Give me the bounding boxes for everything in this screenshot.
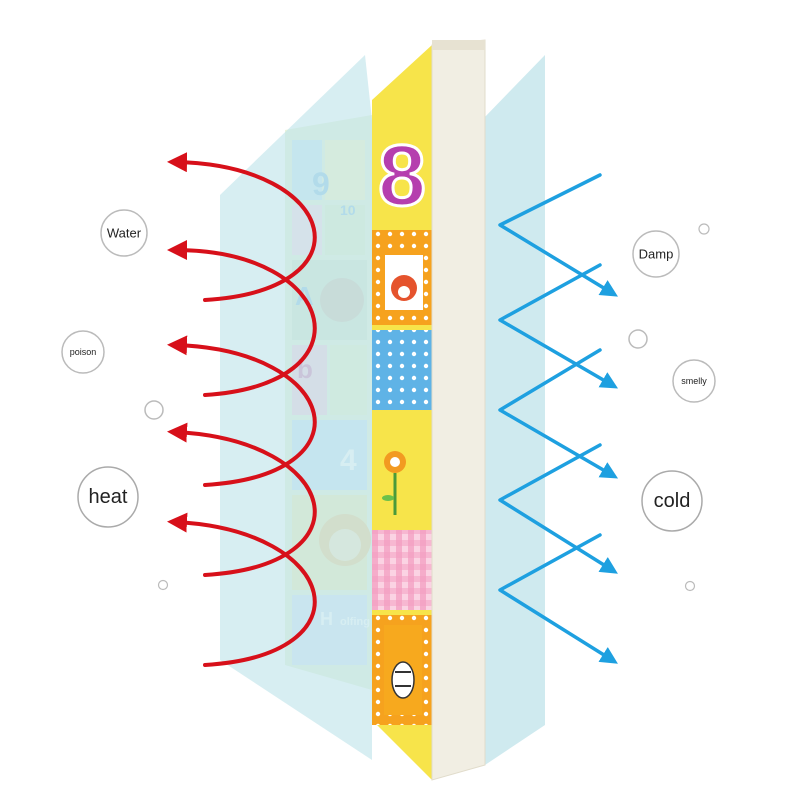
cold-arrow-4 [498,443,618,574]
poison-bubble: poison [61,330,105,374]
foam-core [431,39,486,781]
cold-arrow-1 [498,173,618,297]
heat-arrows [167,152,317,667]
smelly-label: smelly [681,376,707,386]
small-bubble [628,329,648,349]
cold-arrow-5 [498,533,618,664]
cold-arrows [498,173,619,664]
small-bubble [157,579,169,591]
small-bubble [144,400,164,420]
right-glass-pane [482,55,545,765]
damp-bubble: Damp [632,230,680,278]
cold-arrow-3 [498,348,619,479]
mat-big-number: 8 [378,128,426,224]
heat-arrow-1 [167,152,317,302]
left-glass-pane [220,55,372,760]
damp-label: Damp [639,247,674,262]
heat-bubble: heat [77,466,139,528]
smelly-bubble: smelly [672,359,716,403]
small-bubble [684,580,696,592]
heat-arrow-4 [167,422,317,577]
heat-arrow-5 [167,512,317,667]
poison-label: poison [70,347,97,357]
front-mat-face: 8 [372,45,432,780]
heat-label: heat [89,486,128,508]
water-bubble: Water [100,209,148,257]
heat-arrow-3 [167,335,317,487]
water-label: Water [107,226,142,241]
zebra-illustration [391,661,415,699]
small-bubble [698,223,710,235]
cold-bubble: cold [641,470,703,532]
heat-arrow-2 [167,240,317,397]
cold-label: cold [654,490,691,512]
